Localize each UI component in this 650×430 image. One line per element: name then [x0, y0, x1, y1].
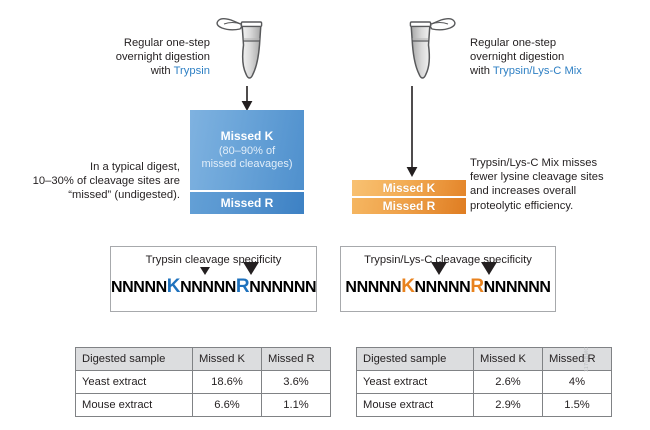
missed-r-bar-label: Missed R — [220, 196, 274, 210]
missed-r-bar-label: Missed R — [382, 199, 436, 213]
header-digested-sample: Digested sample — [356, 347, 474, 371]
right-intro-line-3: with Trypsin/Lys-C Mix — [470, 64, 645, 78]
right-note-text: Trypsin/Lys-C Mix misses fewer lysine cl… — [470, 156, 650, 213]
trypsin-specificity-title: Trypsin cleavage specificity — [145, 254, 282, 266]
trypsin-lysc-seq-residue-r: R — [470, 276, 484, 297]
table-header-row: Digested sample Missed K Missed R — [356, 347, 612, 371]
trypsin-lysc-seq-pre: NNNNN — [345, 279, 402, 296]
cell-missed-r: 1.1% — [261, 393, 331, 417]
cell-missed-r: 3.6% — [261, 370, 331, 394]
missed-k-box-sub-line-1: (80–90% of — [218, 144, 276, 157]
table-row: Mouse extract 6.6% 1.1% — [75, 393, 331, 417]
right-note-line-1: Trypsin/Lys-C Mix misses — [470, 157, 598, 169]
trypsin-lysc-sequence: NNNNNKNNNNNRNNNNNN — [341, 262, 555, 298]
trypsin-lysc-specificity-title: Trypsin/Lys-C cleavage specificity — [364, 254, 532, 266]
left-intro-line-2: overnight digestion — [115, 51, 210, 64]
trypsin-lysc-results-table: Digested sample Missed K Missed R Yeast … — [356, 347, 612, 417]
trypsin-lysc-seq-post: NNNNNN — [483, 279, 551, 296]
cell-missed-r: 1.5% — [542, 393, 612, 417]
left-intro-enzyme: Trypsin — [173, 65, 210, 78]
right-intro-line-1: Regular one-step — [470, 37, 557, 49]
missed-k-box-title: Missed K — [220, 128, 274, 143]
cell-sample: Mouse extract — [356, 393, 474, 417]
right-intro-enzyme: Trypsin/Lys-C Mix — [492, 65, 582, 78]
cell-sample: Yeast extract — [75, 370, 193, 394]
microcentrifuge-tube-icon-right — [396, 12, 460, 93]
header-missed-r: Missed R — [261, 347, 331, 371]
cell-missed-r: 4% — [542, 370, 612, 394]
header-missed-k: Missed K — [192, 347, 262, 371]
left-note-line-3: “missed” (undigested). — [68, 189, 180, 202]
missed-r-bar-trypsin: Missed R — [190, 192, 304, 214]
cleavage-marker-r-large-icon — [243, 262, 259, 275]
cell-missed-k: 6.6% — [192, 393, 262, 417]
cell-missed-k: 18.6% — [192, 370, 262, 394]
table-row: Yeast extract 2.6% 4% — [356, 370, 612, 394]
cleavage-marker-r-large-icon — [481, 262, 497, 275]
trypsin-lysc-seq-residue-k: K — [401, 276, 415, 297]
left-note-line-2: 10–30% of cleavage sites are — [32, 175, 180, 188]
missed-k-bar-label: Missed K — [382, 181, 436, 195]
table-row: Yeast extract 18.6% 3.6% — [75, 370, 331, 394]
left-note-text: In a typical digest, 10–30% of cleavage … — [22, 160, 180, 203]
microcentrifuge-tube-icon-left — [212, 12, 276, 93]
trypsin-seq-residue-r: R — [235, 276, 250, 297]
missed-k-box-sub-line-2: missed cleavages) — [201, 158, 293, 170]
left-intro-prefix: with — [150, 65, 174, 78]
cell-missed-k: 2.9% — [473, 393, 543, 417]
left-intro-line-1: Regular one-step — [123, 37, 210, 49]
missed-r-bar-trypsin-lysc: Missed R — [352, 198, 466, 214]
table-header-row: Digested sample Missed K Missed R — [75, 347, 331, 371]
right-note-line-4: proteolytic efficiency. — [470, 199, 574, 212]
table-row: Mouse extract 2.9% 1.5% — [356, 393, 612, 417]
left-note-line-1: In a typical digest, — [90, 161, 180, 173]
trypsin-sequence: NNNNNKNNNNNRNNNNNN — [111, 262, 317, 298]
cell-sample: Mouse extract — [75, 393, 193, 417]
header-missed-r: Missed R — [542, 347, 612, 371]
left-flow-arrow — [240, 86, 254, 117]
cleavage-marker-k-small-icon — [200, 267, 210, 275]
right-intro-line-2: overnight digestion — [470, 51, 565, 64]
cleavage-marker-k-large-icon — [431, 262, 447, 275]
missed-k-bar-trypsin-lysc: Missed K — [352, 180, 466, 196]
missed-k-box-trypsin: Missed K (80–90% of missed cleavages) — [190, 110, 304, 190]
right-note-line-3: and increases overall — [470, 185, 577, 198]
left-intro-text: Regular one-step overnight digestion wit… — [60, 36, 210, 79]
right-intro-prefix: with — [470, 65, 493, 78]
left-intro-line-3: with Trypsin — [60, 64, 210, 78]
trypsin-seq-mid: NNNNN — [180, 279, 236, 296]
cell-missed-k: 2.6% — [473, 370, 543, 394]
trypsin-results-table: Digested sample Missed K Missed R Yeast … — [75, 347, 331, 417]
trypsin-seq-pre: NNNNN — [111, 279, 167, 296]
trypsin-specificity-panel: Trypsin cleavage specificity NNNNNKNNNNN… — [110, 246, 317, 312]
right-intro-text: Regular one-step overnight digestion wit… — [470, 36, 645, 79]
trypsin-seq-residue-k: K — [166, 276, 181, 297]
right-note-line-2: fewer lysine cleavage sites — [470, 171, 604, 184]
header-digested-sample: Digested sample — [75, 347, 193, 371]
header-missed-k: Missed K — [473, 347, 543, 371]
trypsin-lysc-seq-mid: NNNNN — [414, 279, 471, 296]
right-flow-arrow — [405, 86, 419, 183]
cell-sample: Yeast extract — [356, 370, 474, 394]
watermark-code: 1170BMC — [584, 346, 590, 372]
trypsin-seq-post: NNNNNN — [249, 279, 317, 296]
trypsin-lysc-specificity-panel: Trypsin/Lys-C cleavage specificity NNNNN… — [340, 246, 556, 312]
